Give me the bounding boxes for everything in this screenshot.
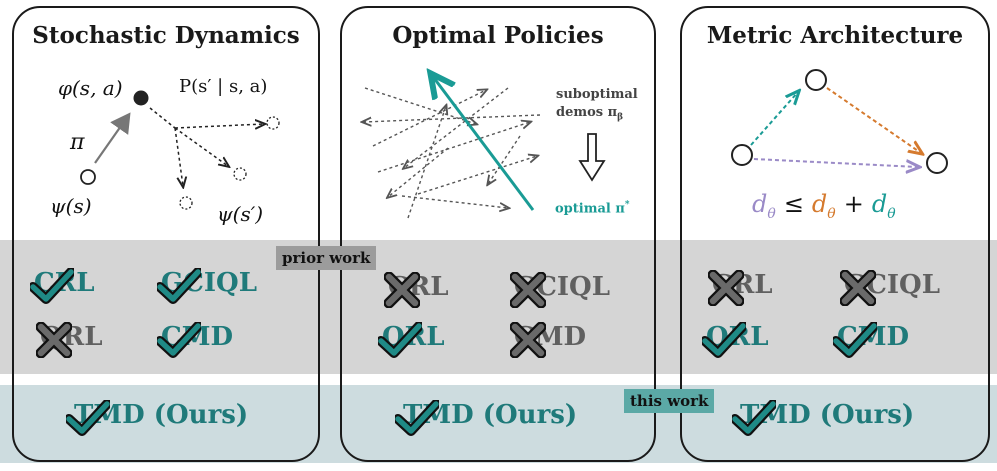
dynamics-diagram: [80, 90, 280, 210]
this-work-tag: this work: [624, 389, 715, 413]
method-item: QRL: [378, 322, 445, 352]
panel-metric-architecture: Metric Architecture: [680, 6, 990, 462]
check-icon: [702, 322, 746, 358]
method-item: CMD: [833, 322, 909, 352]
panel-stochastic-dynamics: Stochastic Dynamics: [12, 6, 320, 462]
psi-node: [80, 169, 96, 185]
triangle-inequality: dθ ≤ dθ + dθ: [752, 190, 896, 222]
check-icon: [66, 400, 110, 436]
method-item: CMD: [510, 322, 586, 352]
prior-work-tag: prior work: [276, 246, 377, 270]
panel-title: Metric Architecture: [706, 22, 964, 49]
check-icon: [732, 400, 776, 436]
suboptimal-label: suboptimal demos πβ: [556, 87, 638, 123]
check-icon: [157, 322, 201, 358]
cross-icon: [36, 322, 72, 358]
optimal-policy-arrow: [434, 78, 535, 211]
check-icon: [833, 322, 877, 358]
panel-optimal-policies: Optimal Policies: [340, 6, 656, 462]
method-item: GCIQL: [840, 270, 940, 300]
panel-title: Optimal Policies: [392, 22, 604, 49]
check-icon: [395, 400, 439, 436]
this-work-band: [0, 385, 997, 463]
pi-label: π: [70, 130, 85, 155]
policies-diagram: [363, 78, 606, 219]
method-item: QRL: [36, 322, 103, 352]
method-item: CRL: [708, 270, 773, 300]
tmd-item: TMD (Ours): [66, 400, 248, 430]
method-item: CRL: [384, 272, 449, 302]
phi-node: [133, 90, 149, 106]
psi-s-label: ψ(s): [50, 194, 92, 218]
check-icon: [157, 268, 201, 304]
cross-icon: [510, 272, 546, 308]
method-item: CMD: [157, 322, 233, 352]
optimal-label: optimal π*: [555, 200, 630, 217]
check-icon: [378, 322, 422, 358]
method-item: CRL: [30, 268, 95, 298]
pi-arrow: [94, 112, 131, 164]
down-arrow-icon: [578, 133, 606, 182]
metric-diagram: [731, 69, 948, 174]
phi-label: φ(s, a): [58, 76, 123, 100]
tmd-item: TMD (Ours): [732, 400, 914, 430]
method-item: GCIQL: [157, 268, 257, 298]
cross-icon: [840, 270, 876, 306]
cross-icon: [384, 272, 420, 308]
method-item: QRL: [702, 322, 769, 352]
cross-icon: [510, 322, 546, 358]
transition-label: P(s′ | s, a): [179, 76, 268, 97]
psi-sprime-label: ψ(s′): [217, 202, 264, 226]
panel-title: Stochastic Dynamics: [32, 22, 300, 49]
check-icon: [30, 268, 74, 304]
cross-icon: [708, 270, 744, 306]
method-item: GCIQL: [510, 272, 610, 302]
tmd-item: TMD (Ours): [395, 400, 577, 430]
